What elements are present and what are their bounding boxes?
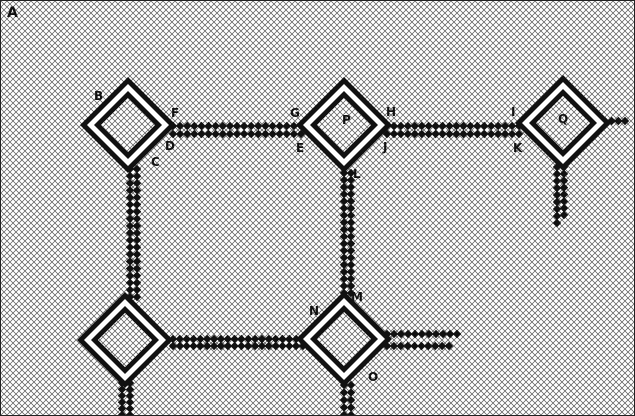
label-b: B — [94, 89, 103, 103]
node-top-center — [296, 77, 392, 173]
connector-left-vertical-2 — [132, 164, 142, 302]
label-q: Q — [558, 112, 568, 126]
label-j: J — [382, 140, 387, 154]
label-o: O — [368, 370, 378, 384]
connector-bottom-horizontal-2 — [168, 341, 308, 351]
connector-bottom-right-stub — [382, 329, 462, 339]
label-i: I — [511, 105, 515, 119]
diamond-nodes — [77, 75, 611, 388]
panel-label: A — [7, 5, 18, 21]
label-m: M — [351, 290, 363, 304]
label-l: L — [353, 167, 361, 181]
label-d: D — [165, 139, 175, 153]
label-n: N — [309, 304, 319, 318]
node-bottom-center — [296, 291, 392, 387]
label-f: F — [171, 106, 179, 120]
connector-center-vertical — [339, 168, 349, 298]
connector-left-vertical — [125, 164, 135, 302]
label-e: E — [296, 141, 304, 155]
connector-top-left-to-center-2 — [168, 129, 306, 139]
connector-center-to-right-2 — [382, 129, 524, 139]
node-top-left — [80, 77, 176, 173]
connector-bottom-horizontal — [168, 334, 308, 344]
label-p: P — [342, 113, 351, 127]
connector-center-vertical-2 — [346, 168, 356, 298]
node-bottom-left — [77, 292, 173, 388]
label-k: K — [513, 141, 523, 155]
label-h: H — [386, 105, 396, 119]
connector-bottom-center-down-2 — [346, 380, 356, 415]
node-top-right — [515, 75, 611, 171]
label-g: G — [290, 106, 300, 120]
label-c: C — [151, 155, 160, 169]
